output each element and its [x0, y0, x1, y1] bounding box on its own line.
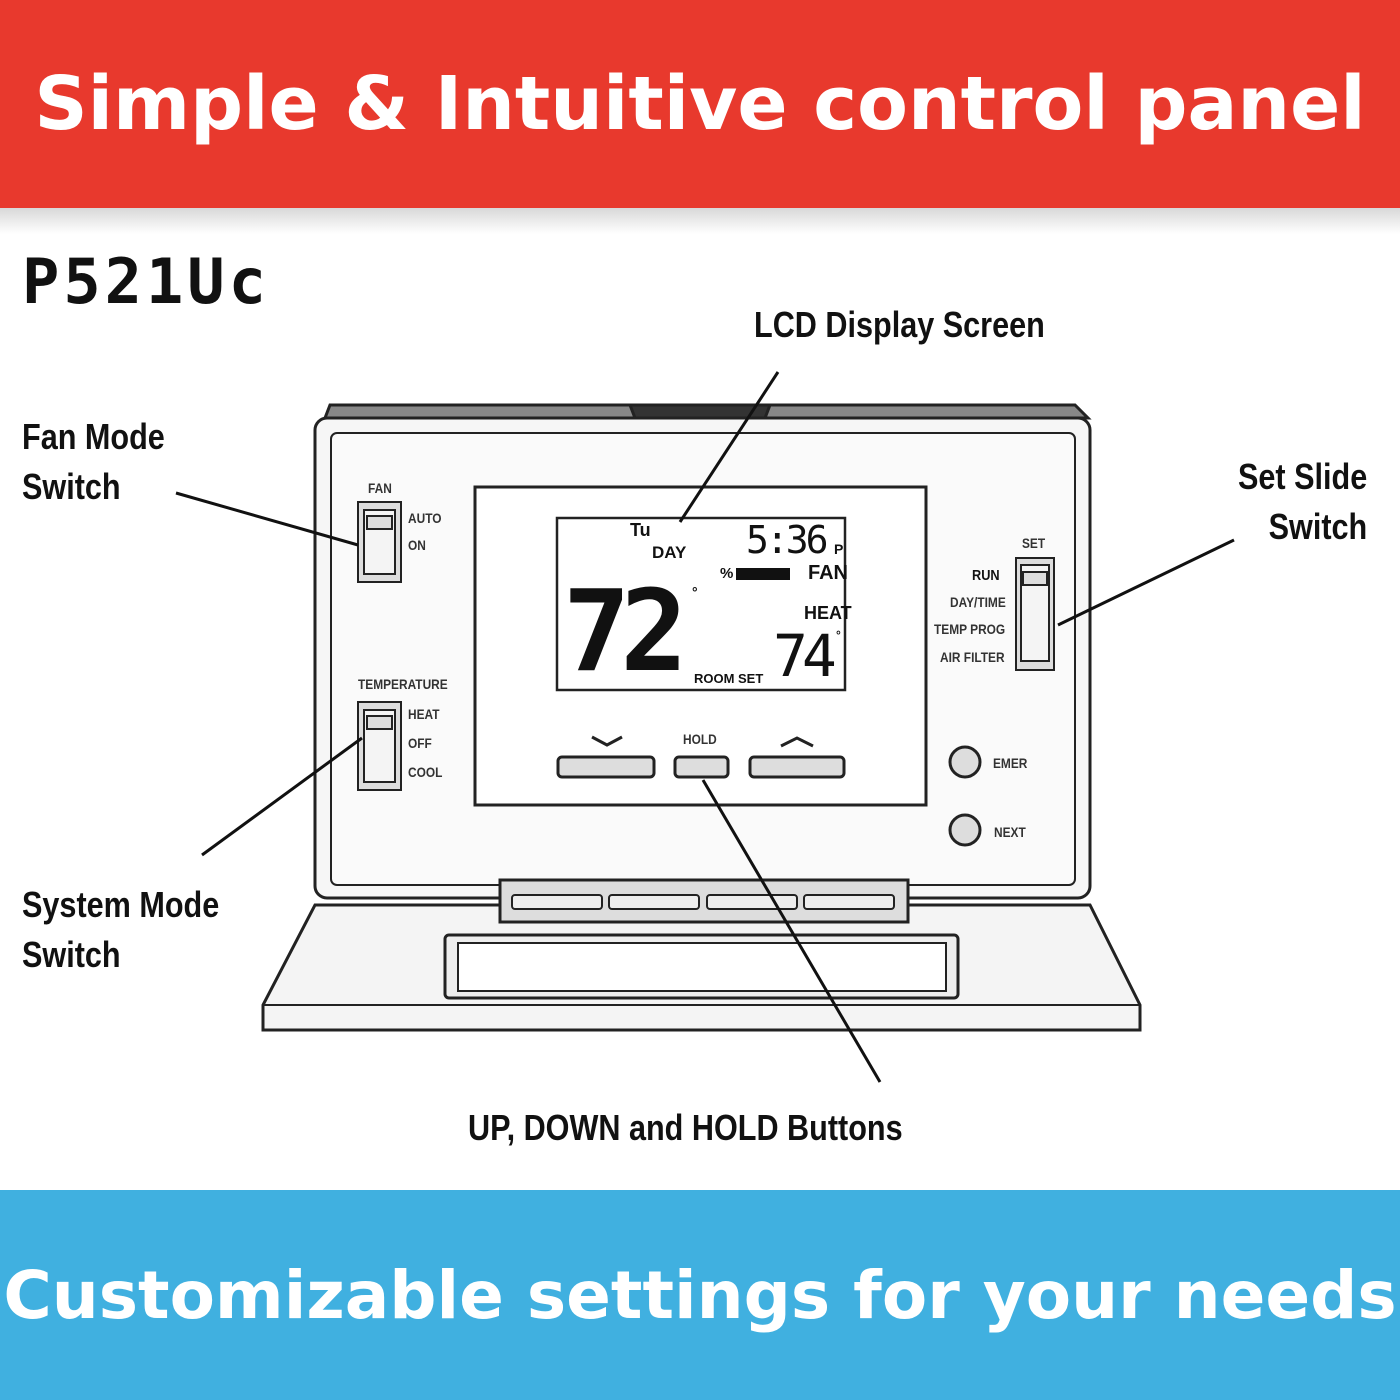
footer-banner: Customizable settings for your needs [0, 1190, 1400, 1400]
chevron-down-icon [591, 735, 623, 747]
tab-slot [706, 894, 798, 910]
tab-slot [511, 894, 603, 910]
lcd-day-label: DAY [652, 543, 687, 562]
header-banner: Simple & Intuitive control panel [0, 0, 1400, 208]
down-button [556, 755, 656, 779]
hold-button [673, 755, 730, 779]
tab-slot [803, 894, 895, 910]
leader-buttons [701, 779, 882, 1083]
callout-line: Switch [22, 466, 121, 507]
temp-switch-label: TEMPERATURE [358, 676, 448, 692]
header-title: Simple & Intuitive control panel [34, 61, 1366, 147]
lcd-set-label: SET [738, 671, 764, 686]
callout-buttons: UP, DOWN and HOLD Buttons [468, 1107, 903, 1148]
lcd-ampm: P [834, 541, 844, 557]
set-option-temp-prog[interactable]: TEMP PROG [934, 621, 1006, 637]
lcd-fan: FAN [808, 562, 848, 584]
lcd-room-temp: 72 [563, 567, 688, 697]
callout-line: System Mode [22, 884, 220, 925]
temp-option-off[interactable]: OFF [408, 735, 432, 751]
leader-system [201, 736, 363, 857]
tab-slot [608, 894, 700, 910]
chevron-up-icon [780, 736, 814, 748]
lcd-room-label: ROOM [694, 671, 735, 686]
set-option-run[interactable]: RUN [972, 567, 1000, 584]
next-label: NEXT [994, 824, 1026, 840]
callout-line: Switch [22, 934, 121, 975]
fan-switch-label: FAN [368, 480, 392, 496]
footer-title: Customizable settings for your needs [3, 1256, 1397, 1334]
lcd-screen [555, 516, 847, 692]
lcd-room-degree: ° [692, 584, 698, 600]
set-option-daytime[interactable]: DAY/TIME [950, 594, 1006, 610]
set-switch-knob [1022, 571, 1048, 586]
temp-option-cool[interactable]: COOL [408, 764, 443, 780]
emer-button [948, 745, 982, 779]
fan-option-on[interactable]: ON [408, 537, 426, 553]
callout-line: Switch [1268, 506, 1368, 547]
set-switch-label: SET [1022, 535, 1046, 551]
lcd-mode: HEAT [804, 603, 852, 623]
set-option-air-filter[interactable]: AIR FILTER [940, 649, 1005, 665]
lcd-percent: % [720, 565, 734, 582]
model-number: P521Uc [22, 245, 270, 318]
fan-option-auto[interactable]: AUTO [408, 510, 442, 526]
callout-line: Fan Mode [22, 416, 165, 457]
banner-shadow [0, 208, 1400, 234]
lcd-set-degree: ° [836, 628, 841, 642]
up-button [748, 755, 846, 779]
leader-set [1057, 538, 1235, 627]
lcd-time: 5:36 [746, 518, 828, 562]
emer-label: EMER [993, 755, 1028, 771]
leader-fan [175, 491, 359, 547]
next-button [948, 813, 982, 847]
leader-lcd [678, 371, 780, 523]
lcd-day: Tu [630, 520, 651, 540]
callout-line: Set Slide [1238, 456, 1368, 497]
hold-label: HOLD [683, 731, 717, 747]
fan-switch-knob [366, 515, 393, 530]
battery-bar-icon [736, 568, 790, 580]
temp-option-heat[interactable]: HEAT [408, 706, 440, 722]
base-window-inner [457, 942, 947, 992]
temp-switch-knob [366, 715, 393, 730]
callout-lcd: LCD Display Screen [754, 304, 1045, 345]
lcd-set-temp: 74 [773, 622, 837, 690]
